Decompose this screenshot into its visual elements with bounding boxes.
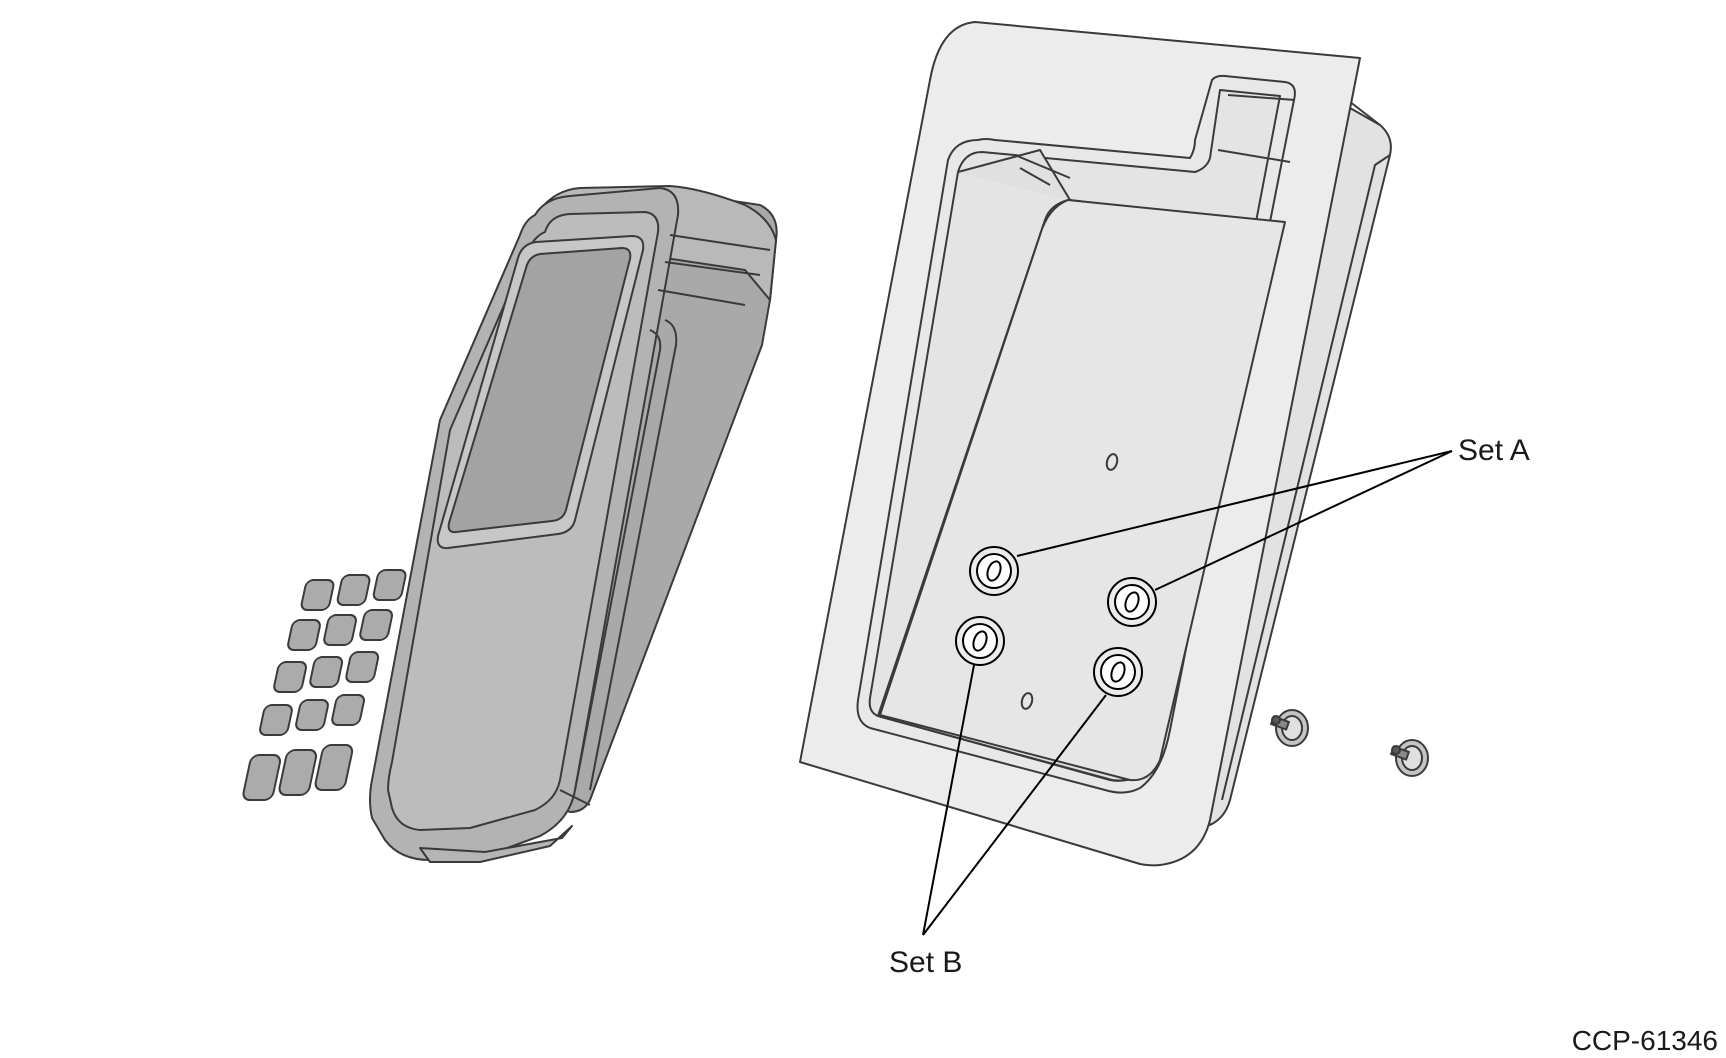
leader-lines <box>922 450 1453 936</box>
card-slot-ridge <box>574 319 678 791</box>
key-enter <box>314 744 354 791</box>
figure-id: CCP-61346 <box>1572 1025 1718 1056</box>
key-8 <box>309 656 344 688</box>
terminal-screen <box>447 247 632 534</box>
set-a-hole-right <box>1107 577 1157 627</box>
set-b-hole-right <box>1093 647 1143 697</box>
thumb-screw-2 <box>1389 739 1429 777</box>
mounting-holes <box>955 546 1157 697</box>
key-3 <box>372 569 407 601</box>
key-star <box>259 704 293 736</box>
payment-terminal <box>242 185 778 863</box>
key-7 <box>273 661 307 693</box>
thumb-screws <box>1269 709 1429 777</box>
callout-set-a: Set A <box>1458 434 1530 467</box>
plate-top-slot <box>1014 94 1296 186</box>
plate-hole-upper <box>1105 453 1119 471</box>
key-hash <box>331 694 365 726</box>
leader-set-b-right <box>922 694 1107 936</box>
callout-set-b: Set B <box>889 946 962 979</box>
leader-set-a-left <box>1016 450 1453 557</box>
set-b-hole-left <box>955 616 1005 666</box>
key-clear <box>278 749 318 796</box>
key-2 <box>336 574 371 606</box>
key-5 <box>323 614 357 646</box>
keypad <box>242 569 407 801</box>
plate-hole-lower <box>1020 692 1034 710</box>
side-seam-top <box>657 234 771 306</box>
key-9 <box>345 651 380 683</box>
set-a-hole-left <box>969 546 1019 596</box>
terminal-bottom-lip <box>419 825 573 863</box>
thumb-screw-1 <box>1269 709 1309 747</box>
key-cancel <box>242 754 282 801</box>
leader-set-a-right <box>1154 450 1453 591</box>
key-4 <box>287 619 321 651</box>
key-1 <box>300 579 335 611</box>
side-seam-bottom <box>559 789 591 806</box>
key-6 <box>359 609 394 641</box>
leader-set-b-left <box>922 664 975 936</box>
key-0 <box>295 699 329 731</box>
